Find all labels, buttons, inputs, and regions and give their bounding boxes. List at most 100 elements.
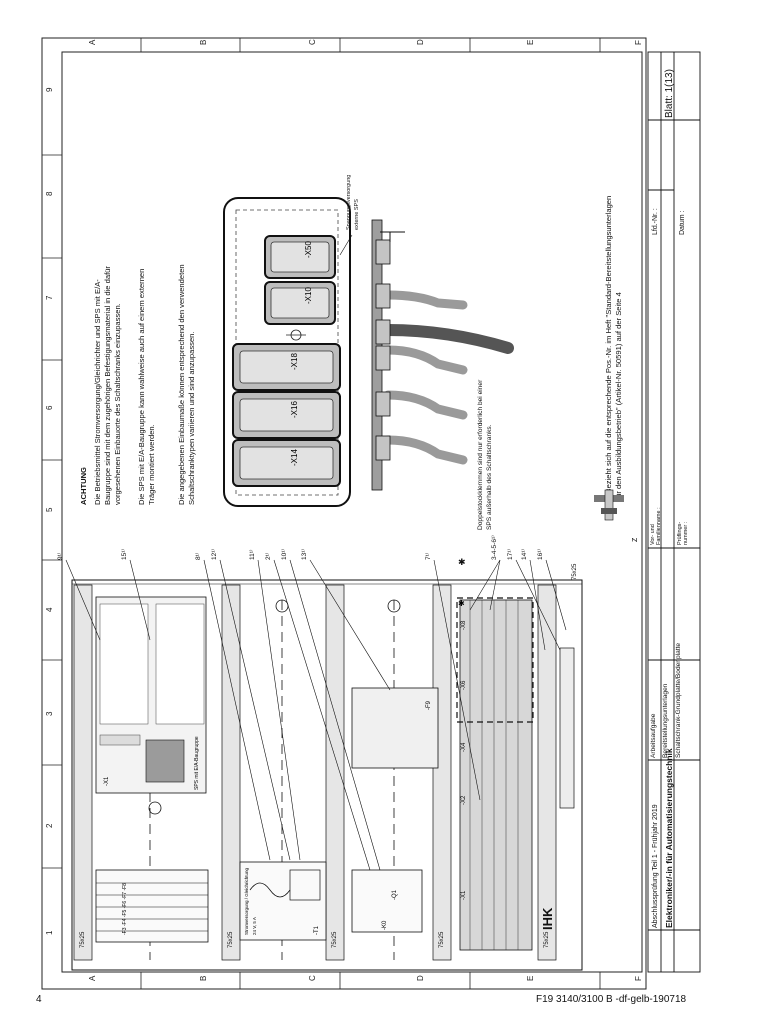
leader-lines	[65, 559, 567, 871]
svg-text:2: 2	[45, 823, 54, 828]
svg-text:8¹⁾: 8¹⁾	[194, 552, 202, 560]
double-terminal-note: Doppelstockklemmen sind nur erforderlich…	[477, 379, 493, 530]
rail-label: 75x25	[332, 931, 338, 948]
date-label: Datum :	[679, 210, 686, 235]
rail-label: 75x25	[80, 931, 86, 948]
breaker-labels: -F3 -F4 -F5 -F6 -F7 -F8	[122, 883, 128, 935]
notice-line: vorgesehenen Einbauorte des Schaltschran…	[113, 303, 122, 505]
svg-text:14¹⁾: 14¹⁾	[520, 549, 528, 560]
connector-x10: -X10	[264, 281, 336, 325]
svg-text:7: 7	[45, 295, 54, 300]
svg-text:6: 6	[45, 405, 54, 410]
svg-text:10¹⁾: 10¹⁾	[280, 549, 288, 560]
rail-label: 75x25	[228, 931, 234, 948]
svg-text:9: 9	[45, 87, 54, 92]
notice-line: Die angegebenen Einbaumaße können entspr…	[177, 264, 186, 505]
task-line: Schaltschrank-Grundplatte/Bodenplatte	[675, 642, 682, 758]
notice-heading: ACHTUNG	[79, 467, 88, 505]
page-number: 4	[36, 994, 42, 1005]
psu-tag: -T1	[314, 925, 320, 935]
terminal-group-label: -X8	[461, 620, 467, 630]
mounting-panel: 75x25 75x25 75x25 75x25 75x25 75x25 -X1 …	[71, 563, 583, 971]
rail-label: 75x25	[572, 563, 578, 580]
terminal-group-label: -X6	[461, 680, 467, 690]
ground-bar	[559, 647, 575, 809]
connector-x14: -X14	[232, 439, 341, 487]
terminal-blocks: -X1 -X2 -X4 -X6 -X8 ✱	[456, 597, 534, 951]
row-letter-top: C	[308, 39, 317, 45]
rail-label: 75x25	[439, 931, 445, 948]
terminal-group-label: -X2	[461, 795, 467, 805]
breaker-block: -F3 -F4 -F5 -F6 -F7 -F8	[95, 869, 209, 943]
row-letter-top: B	[199, 40, 208, 45]
terminal-group-label: -X4	[461, 742, 467, 752]
star-marker: ✱	[458, 599, 465, 608]
ihk-logo: IHK	[540, 907, 555, 930]
svg-text:Doppelstockklemmen sind nur er: Doppelstockklemmen sind nur erforderlich…	[477, 379, 484, 530]
rail-label: 75x25	[544, 931, 550, 948]
svg-text:externe SPS: externe SPS	[354, 199, 360, 230]
svg-text:7¹⁾: 7¹⁾	[424, 552, 432, 560]
task-line: Arbeitsaufgabe	[650, 713, 657, 758]
row-letters: A B C D E F A B C D E F	[88, 39, 643, 981]
svg-text:für den Ausbildungsbetrieb" (A: für den Ausbildungsbetrieb" (Artikel-Nr.…	[614, 292, 623, 500]
f9-tag: -F9	[426, 700, 432, 710]
notice-line: Träger montiert werden.	[147, 424, 156, 505]
z-mark: Z	[632, 537, 639, 542]
name-label: Familienname :	[656, 507, 662, 545]
svg-text:SPS außerhalb des Schaltschran: SPS außerhalb des Schaltschranks.	[486, 424, 493, 530]
connector-label: -X18	[290, 353, 299, 370]
lfd-label: Lfd.-Nr. :	[652, 208, 659, 235]
outer-frame	[41, 37, 647, 990]
footnote: ¹⁾ Bezieht sich auf die entsprechende Po…	[604, 196, 623, 500]
notice-line: Die SPS mit E/A-Baugruppe kann wahlweise…	[137, 269, 146, 505]
plc-subtext: SPS mit E/A-Baugruppe	[194, 736, 200, 790]
row-letter-bottom: A	[88, 975, 97, 981]
dash-group-label: 3-4-5-6¹⁾	[490, 535, 498, 560]
row-letter-top: A	[88, 39, 97, 45]
power-supply: Stromversorgung / Gleichrichtung 24 V, 5…	[239, 861, 327, 941]
connector-label: -X10	[304, 287, 313, 304]
relay-block: -K0 -Q1	[351, 869, 423, 933]
notice-line: Baugruppe sind mit dem zugehörigen Befes…	[103, 266, 112, 505]
connector-label: -X14	[290, 449, 299, 466]
column-numbers: 9 8 7 6 5 4 3 2 1	[45, 87, 54, 935]
k0-tag: -K0	[382, 920, 388, 930]
inner-frame	[61, 51, 643, 973]
plc-unit: -X1 SPS mit E/A-Baugruppe	[95, 596, 207, 794]
cable-gland-side-view	[371, 219, 514, 491]
connector-x16: -X16	[232, 391, 341, 439]
connector-x50: -X50	[264, 235, 336, 279]
grid-ticks	[42, 38, 601, 989]
row-letter-bottom: F	[634, 976, 643, 981]
connector-x18: -X18	[232, 343, 341, 391]
svg-text:4: 4	[45, 607, 54, 612]
f9-module: -F9	[351, 687, 439, 769]
connector-label: -X50	[304, 241, 313, 258]
row-letter-bottom: E	[526, 976, 535, 981]
svg-text:17¹⁾: 17¹⁾	[506, 549, 514, 560]
svg-text:12¹⁾: 12¹⁾	[210, 549, 218, 560]
notice-line: Die Betriebsmittel Stromversorgung/Gleic…	[93, 279, 102, 505]
svg-text:13¹⁾: 13¹⁾	[300, 549, 308, 560]
q1-tag: -Q1	[392, 889, 398, 900]
sheet-label: Blatt: 1(13)	[664, 69, 675, 118]
svg-text:1: 1	[45, 930, 54, 935]
svg-text:3: 3	[45, 711, 54, 716]
notice-line: Schaltschranktypen variieren und sind an…	[187, 332, 196, 506]
star-marker: ✱	[458, 557, 466, 567]
plc-label: -X1	[104, 776, 110, 786]
task-line: Bereitstellungsunterlagen	[662, 683, 669, 758]
row-letter-top: D	[416, 39, 425, 45]
doc-code: F19 3140/3100 B -df-gelb-190718	[536, 994, 687, 1005]
title-block-top	[647, 51, 701, 549]
psu-title: Stromversorgung / Gleichrichtung	[244, 867, 249, 935]
bolt-detail: Z	[594, 489, 639, 542]
terminal-group-label: -X1	[461, 890, 467, 900]
position-labels: 9¹⁾ 15¹⁾ 8¹⁾ 12¹⁾ 11¹⁾ 2¹⁾ 10¹⁾ 13¹⁾ 7¹⁾…	[56, 535, 544, 567]
psu-sub: 24 V, 5 A	[252, 917, 257, 935]
row-letter-top: E	[526, 40, 535, 45]
row-letter-bottom: C	[308, 975, 317, 981]
svg-text:11¹⁾: 11¹⁾	[248, 549, 256, 560]
